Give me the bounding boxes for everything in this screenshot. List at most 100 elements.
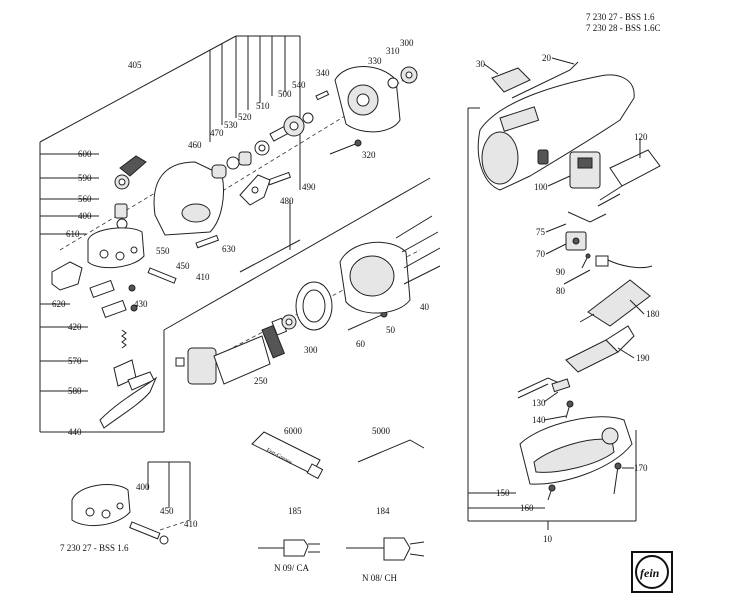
gear-540 <box>283 112 314 137</box>
label-440: 440 <box>68 427 82 437</box>
label-20: 20 <box>542 53 552 63</box>
label-530: 530 <box>224 120 238 130</box>
switch-100 <box>569 151 601 189</box>
label-5000: 5000 <box>372 426 391 436</box>
gear-housing-460 <box>153 161 224 236</box>
label-620: 620 <box>52 299 66 309</box>
screw-90 <box>581 253 591 269</box>
pin-450-sub <box>129 521 161 540</box>
label-540: 540 <box>292 80 306 90</box>
hex-key-5000 <box>357 439 425 463</box>
label-490: 490 <box>302 182 316 192</box>
lever-480 <box>239 174 271 206</box>
blade-holder-580 <box>113 359 155 391</box>
armature-250 <box>175 317 288 385</box>
label-460: 460 <box>188 140 202 150</box>
caption-sub-assembly: 7 230 27 - BSS 1.6 <box>60 543 129 553</box>
cutter-head-610 <box>87 227 145 269</box>
screw-140 <box>565 400 574 419</box>
bearing-300-motor <box>281 314 297 330</box>
nut-590 <box>114 174 130 190</box>
clamp-70 <box>565 231 587 251</box>
bolt-490 <box>267 171 292 186</box>
label-470: 470 <box>210 128 224 138</box>
housing-10 <box>477 74 635 191</box>
label-510: 510 <box>256 101 270 111</box>
screws-430 <box>128 284 138 312</box>
label-75: 75 <box>536 227 546 237</box>
label-150: 150 <box>496 488 510 498</box>
label-250: 250 <box>254 376 268 386</box>
label-6000: 6000 <box>284 426 303 436</box>
wire-75 <box>567 211 607 223</box>
washer-510 <box>254 140 270 156</box>
label-310: 310 <box>386 46 400 56</box>
washer-530 <box>226 156 240 170</box>
cover-150 <box>519 416 633 485</box>
label-400: 400 <box>78 211 92 221</box>
bearing-310 <box>387 77 399 89</box>
label-480: 480 <box>280 196 294 206</box>
label-80: 80 <box>556 286 566 296</box>
capacitor-120 <box>597 149 661 207</box>
label-50: 50 <box>386 325 396 335</box>
bearing-ring-60 <box>295 281 333 331</box>
label-70: 70 <box>536 249 546 259</box>
screw-50 <box>347 310 388 331</box>
stator-40 <box>339 215 441 314</box>
label-130: 130 <box>532 398 546 408</box>
caption-plug-ch: N 08/ CH <box>362 573 398 583</box>
label-320: 320 <box>362 150 376 160</box>
bush-520 <box>238 151 252 166</box>
bushing-560 <box>114 203 128 219</box>
cutter-head-400-sub <box>71 484 131 526</box>
plate-620 <box>51 261 83 291</box>
label-520: 520 <box>238 112 252 122</box>
label-300: 300 <box>400 38 414 48</box>
cable-guard-190 <box>565 325 635 373</box>
bearing-470 <box>211 164 227 179</box>
plug-184 <box>346 537 425 561</box>
model-number-bss16c: 7 230 28 - BSS 1.6C <box>586 23 661 33</box>
pin-340 <box>315 90 330 101</box>
clip-410-sub <box>159 535 169 545</box>
screw-160 <box>547 484 556 501</box>
bearing-300 <box>400 66 418 84</box>
label-570: 570 <box>68 356 82 366</box>
label-410-sub: 410 <box>184 519 198 529</box>
label-100: 100 <box>534 182 548 192</box>
label-300-motor: 300 <box>304 345 318 355</box>
leaders-right <box>483 57 645 469</box>
connector-80 <box>595 255 653 269</box>
lever-600 <box>119 155 147 177</box>
label-160: 160 <box>520 503 534 513</box>
label-60: 60 <box>356 339 366 349</box>
svg-text:fein: fein <box>640 566 660 580</box>
label-610: 610 <box>66 229 80 239</box>
spring-570 <box>121 329 127 349</box>
label-500: 500 <box>278 89 292 99</box>
label-600: 600 <box>78 149 92 159</box>
pin-450 <box>147 267 177 284</box>
model-number-bss16: 7 230 27 - BSS 1.6 <box>586 12 655 22</box>
label-40: 40 <box>420 302 430 312</box>
label-90: 90 <box>556 267 566 277</box>
slide-button-30 <box>491 67 531 93</box>
callout-labels: 405 600 590 560 400 610 620 420 570 580 … <box>52 38 660 544</box>
label-400-sub: 400 <box>136 482 150 492</box>
label-560: 560 <box>78 194 92 204</box>
label-550: 550 <box>156 246 170 256</box>
label-590: 590 <box>78 173 92 183</box>
label-140: 140 <box>532 415 546 425</box>
label-30: 30 <box>476 59 486 69</box>
cable-sleeve-180 <box>579 279 651 327</box>
label-630: 630 <box>222 244 236 254</box>
label-450-sub: 450 <box>160 506 174 516</box>
label-170: 170 <box>634 463 648 473</box>
label-190: 190 <box>636 353 650 363</box>
gear-casing-330 <box>334 66 401 133</box>
label-330: 330 <box>368 56 382 66</box>
right-group-bracket <box>467 107 637 530</box>
